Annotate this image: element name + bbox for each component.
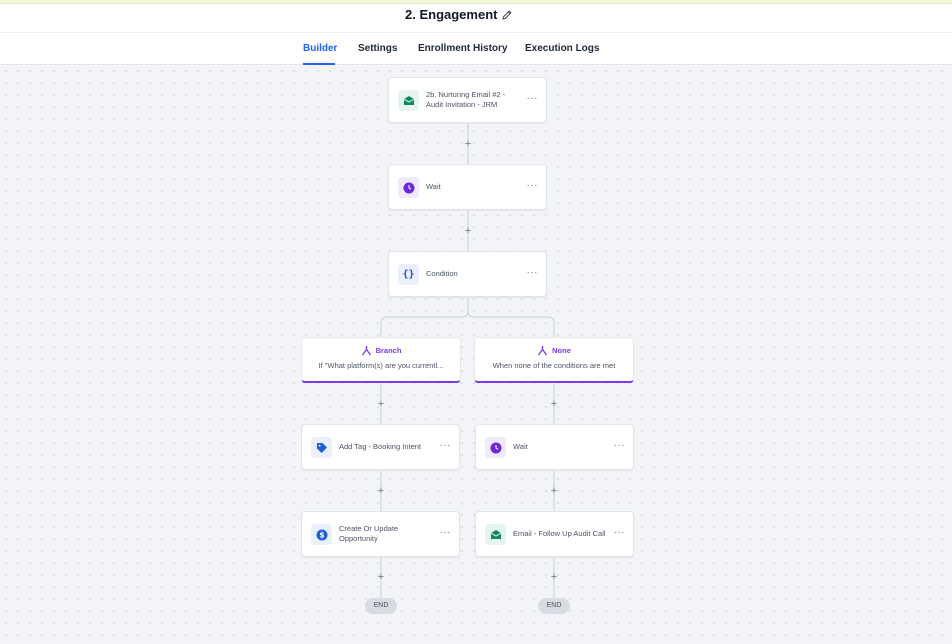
more-options-icon[interactable]: ···	[526, 267, 538, 278]
email-icon	[485, 524, 506, 545]
tab-builder[interactable]: Builder	[303, 43, 338, 54]
tab-bar: Builder Settings Enrollment History Exec…	[0, 32, 952, 65]
end-marker: END	[365, 598, 397, 614]
add-step-button[interactable]: +	[464, 138, 472, 150]
node-label: Create Or Update Opportunity	[339, 524, 399, 543]
email-icon	[398, 90, 419, 111]
email-node-follow-up[interactable]: Email - Follow Up Audit Call ···	[475, 511, 634, 557]
workflow-canvas[interactable]: 2b. Nurturing Email #2 - Audit Invitatio…	[0, 65, 952, 644]
branch-subtitle: If "What platform(s) are you currentl...	[318, 361, 444, 370]
clock-icon	[398, 177, 419, 198]
branch-card-left[interactable]: Branch If "What platform(s) are you curr…	[301, 337, 461, 383]
more-options-icon[interactable]: ···	[439, 527, 451, 538]
tab-enrollment-history[interactable]: Enrollment History	[418, 43, 508, 54]
wait-node-1[interactable]: Wait ···	[388, 164, 547, 210]
wait-node-2[interactable]: Wait ···	[475, 424, 634, 470]
add-step-button[interactable]: +	[550, 485, 558, 497]
more-options-icon[interactable]: ···	[439, 440, 451, 451]
add-tag-node[interactable]: Add Tag - Booking Intent ···	[301, 424, 460, 470]
split-icon	[538, 346, 548, 356]
node-label: Wait	[426, 182, 441, 191]
dollar-icon: $	[311, 524, 332, 545]
node-label: Condition	[426, 269, 458, 278]
tab-execution-logs[interactable]: Execution Logs	[525, 43, 600, 54]
title-bar: 2. Engagement	[0, 4, 952, 32]
branch-subtitle: When none of the conditions are met	[492, 361, 616, 370]
more-options-icon[interactable]: ···	[526, 180, 538, 191]
add-step-button[interactable]: +	[377, 571, 385, 583]
workflow-title: 2. Engagement	[405, 7, 498, 22]
clock-icon	[485, 437, 506, 458]
add-step-button[interactable]: +	[550, 571, 558, 583]
add-step-button[interactable]: +	[550, 398, 558, 410]
end-marker: END	[538, 598, 570, 614]
top-accent-bar	[0, 0, 952, 4]
split-icon	[361, 346, 371, 356]
more-options-icon[interactable]: ···	[526, 93, 538, 104]
branch-title: Branch	[375, 346, 402, 355]
add-step-button[interactable]: +	[377, 398, 385, 410]
add-step-button[interactable]: +	[377, 485, 385, 497]
node-label: Email - Follow Up Audit Call	[513, 529, 606, 538]
tag-icon	[311, 437, 332, 458]
tab-settings[interactable]: Settings	[358, 43, 398, 54]
branch-card-none[interactable]: None When none of the conditions are met	[474, 337, 634, 383]
more-options-icon[interactable]: ···	[613, 527, 625, 538]
more-options-icon[interactable]: ···	[613, 440, 625, 451]
opportunity-node[interactable]: $ Create Or Update Opportunity ···	[301, 511, 460, 557]
braces-icon: {}	[398, 264, 419, 285]
pencil-icon[interactable]	[501, 9, 513, 21]
condition-node[interactable]: {} Condition ···	[388, 251, 547, 297]
node-label: Add Tag - Booking Intent	[339, 442, 422, 451]
add-step-button[interactable]: +	[464, 225, 472, 237]
active-tab-indicator	[303, 63, 335, 65]
email-node-nurturing[interactable]: 2b. Nurturing Email #2 - Audit Invitatio…	[388, 77, 547, 123]
node-label: Wait	[513, 442, 528, 451]
svg-text:$: $	[319, 530, 324, 539]
connector-lines	[380, 124, 555, 598]
node-label: 2b. Nurturing Email #2 - Audit Invitatio…	[426, 90, 506, 109]
branch-title: None	[552, 346, 571, 355]
